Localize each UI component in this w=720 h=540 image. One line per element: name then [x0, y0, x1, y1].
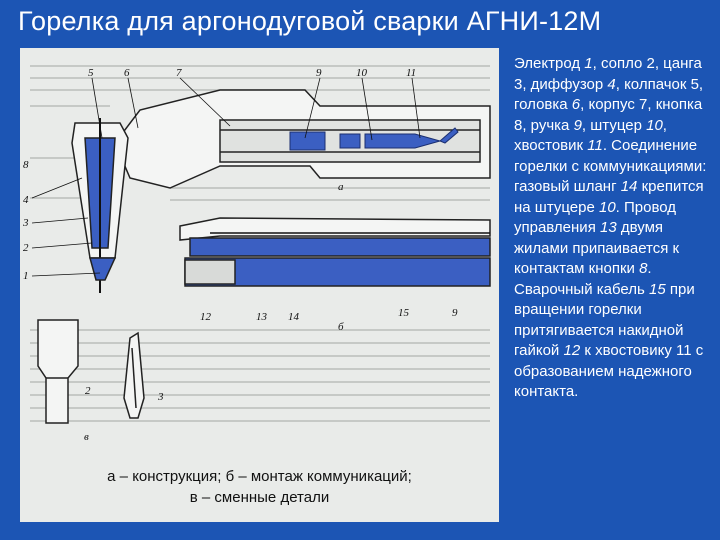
label-3b: 3 — [157, 391, 164, 403]
description-part: двумя жилами припаивается к контактам кн… — [514, 219, 680, 277]
torch-drawing: 5 6 7 9 10 11 8 4 3 2 1 а 12 13 14 15 9 … — [22, 65, 491, 443]
internal-parts — [289, 127, 459, 151]
description-part: , хвостовик — [514, 116, 667, 155]
torch-head — [71, 118, 129, 293]
label-a: а — [338, 181, 344, 193]
label-5: 5 — [88, 67, 94, 79]
figure-caption: а – конструкция; б – монтаж коммуникаций… — [20, 446, 499, 522]
label-15: 15 — [398, 307, 410, 319]
description-part: Электрод — [514, 55, 585, 72]
label-8: 8 — [23, 159, 29, 171]
communications — [179, 217, 491, 287]
label-6: 6 — [124, 67, 130, 79]
description-part: 12 — [563, 342, 581, 359]
description-part: 13 — [599, 219, 617, 236]
label-9b: 9 — [452, 307, 458, 319]
label-2b: 2 — [85, 385, 91, 397]
slide-title: Горелка для аргонодуговой сварки АГНИ-12… — [18, 6, 602, 36]
label-b: б — [338, 321, 344, 333]
description-part: , штуцер — [581, 116, 647, 134]
label-4: 4 — [23, 194, 29, 206]
background-text-lines — [30, 65, 490, 422]
description-part: 10 — [646, 116, 663, 134]
caption-line-2: в – сменные детали — [189, 489, 330, 506]
leader-lines — [31, 77, 421, 277]
description-part: 9 — [573, 116, 582, 134]
label-2: 2 — [23, 242, 29, 254]
label-v: в — [84, 431, 89, 443]
caption-line-1: а – конструкция; б – монтаж коммуникаций… — [107, 468, 412, 485]
description-part: , сопло 2, цанга 3, диффузор — [514, 55, 702, 93]
description-part: . Соединение горелки с коммуникациями: г… — [514, 137, 707, 195]
description-part: при вращении горелки притягивается накид… — [514, 280, 695, 360]
torch-diagram: 5 6 7 9 10 11 8 4 3 2 1 а 12 13 14 15 9 … — [20, 48, 499, 446]
description-part: 10 — [598, 198, 616, 216]
description-part: , корпус 7, кнопка 8, ручка — [514, 96, 703, 134]
label-3: 3 — [22, 217, 29, 229]
description-part: 1 — [584, 55, 593, 72]
label-11: 11 — [406, 67, 416, 79]
label-7: 7 — [176, 67, 182, 79]
label-14: 14 — [288, 311, 300, 323]
label-12: 12 — [200, 311, 212, 323]
description-part: к хвостовику 11 с образованием надежного… — [514, 342, 704, 400]
description-part: 15 — [649, 280, 666, 298]
description-part: 14 — [620, 178, 638, 195]
description-text: Электрод 1, сопло 2, цанга 3, диффузор 4… — [514, 54, 714, 403]
label-10: 10 — [356, 67, 368, 79]
description-part: 8 — [639, 260, 648, 277]
description-part: 4 — [607, 75, 616, 93]
replaceable-parts — [37, 319, 145, 424]
description-part: . Сварочный кабель — [514, 260, 652, 298]
description-part: 11 — [587, 137, 603, 154]
description-part: . Провод управления — [514, 198, 677, 237]
label-13: 13 — [256, 311, 268, 323]
description-part: , колпачок 5, головка — [514, 75, 704, 114]
label-1: 1 — [23, 270, 29, 282]
description-part: 6 — [571, 96, 581, 113]
description-part: крепится на штуцере — [514, 178, 704, 216]
label-9: 9 — [316, 67, 322, 79]
